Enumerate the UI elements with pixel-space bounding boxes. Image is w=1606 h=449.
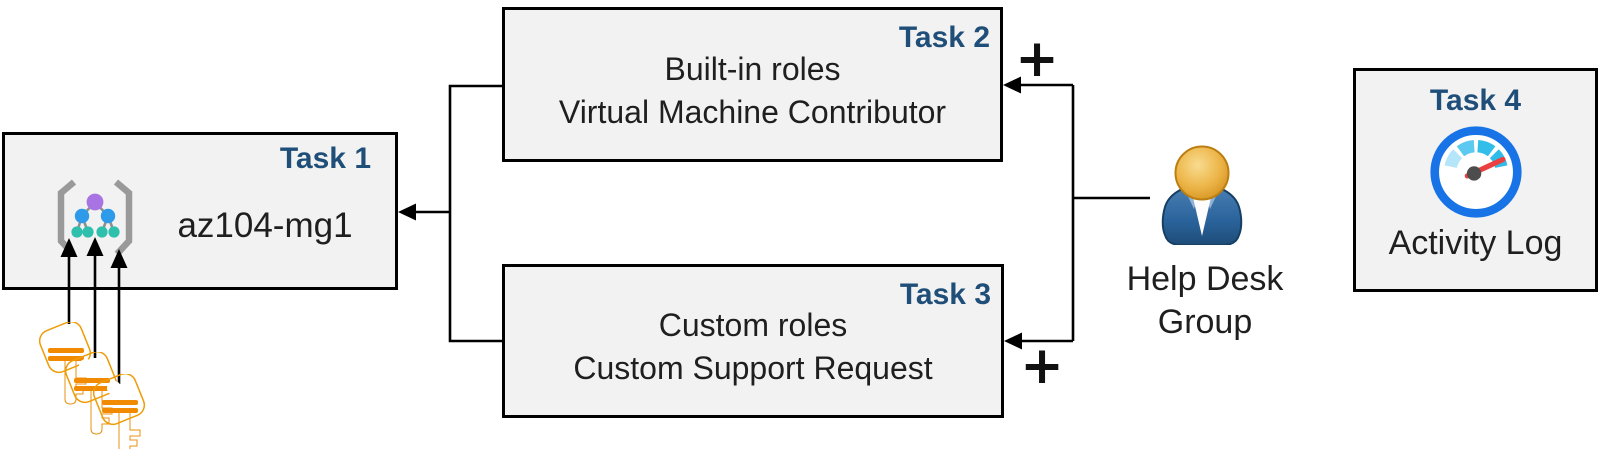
task3-label: Task 3 xyxy=(899,278,991,311)
person-icon xyxy=(1154,143,1250,246)
helpdesk-label-line1: Help Desk xyxy=(1126,260,1284,298)
task3-line1: Custom roles xyxy=(658,307,848,343)
helpdesk-label: Help Desk Group xyxy=(1105,258,1305,344)
task2-line1: Built-in roles xyxy=(664,50,841,87)
task4-box: Task 4 Activity Log xyxy=(1353,68,1598,292)
task2-label: Task 2 xyxy=(898,21,990,54)
helpdesk-label-line2: Group xyxy=(1157,303,1253,341)
bracket-tasks23-to-task1 xyxy=(448,84,502,343)
plus-sign-task2: + xyxy=(1015,29,1059,89)
task2-box: Task 2 Built-in roles Virtual Machine Co… xyxy=(502,7,1003,162)
management-group-name: az104-mg1 xyxy=(177,206,353,245)
task4-label: Task 4 xyxy=(1429,84,1522,117)
task3-line2: Custom Support Request xyxy=(573,350,933,386)
plus-sign-task3: + xyxy=(1020,336,1064,396)
task3-box: Task 3 Custom roles Custom Support Reque… xyxy=(502,264,1004,418)
task4-caption: Activity Log xyxy=(1388,224,1563,262)
task1-label: Task 1 xyxy=(279,142,371,175)
management-group-icon xyxy=(54,166,136,258)
arrowhead-task1 xyxy=(398,203,416,221)
key-icon-3 xyxy=(93,374,157,449)
task1-box: Task 1 xyxy=(2,132,398,290)
gauge-icon xyxy=(1428,124,1524,220)
task2-line2: Virtual Machine Contributor xyxy=(558,93,947,130)
